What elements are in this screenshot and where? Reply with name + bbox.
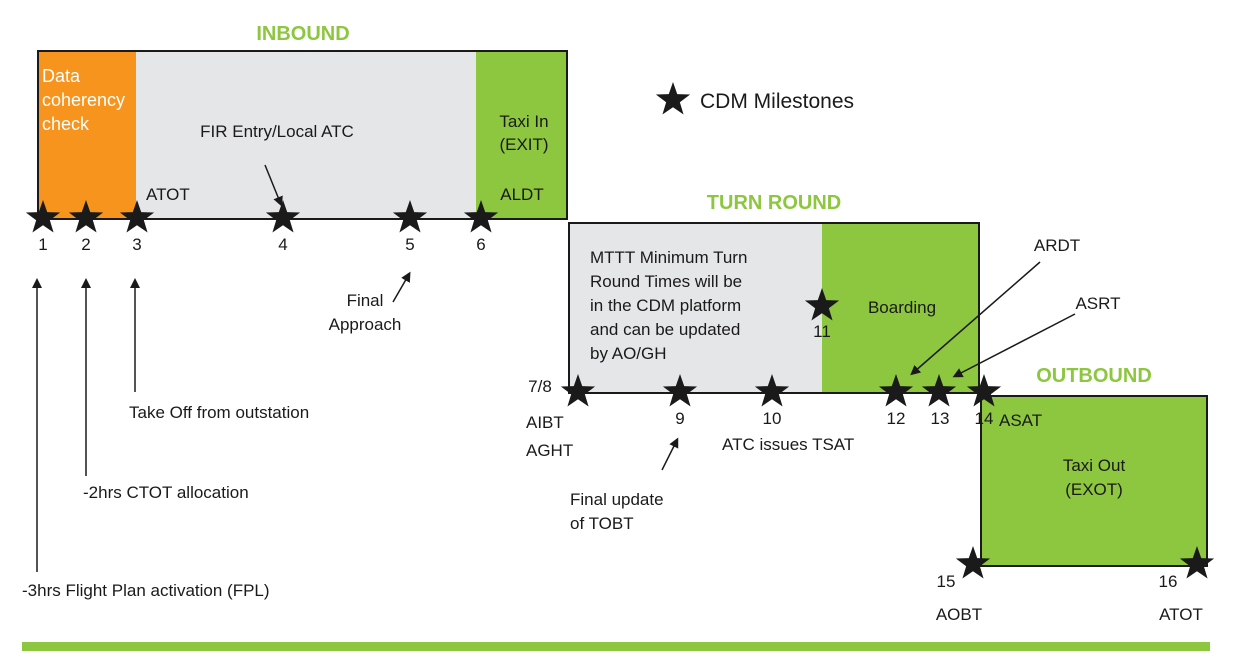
- mttt-line4: and can be updated: [590, 320, 740, 339]
- milestone-16-number: 16: [1159, 572, 1178, 591]
- milestone-3-number: 3: [132, 235, 141, 254]
- milestone-5-number: 5: [405, 235, 414, 254]
- taxi-out-line1: Taxi Out: [1063, 456, 1126, 475]
- final-approach-line2: Approach: [329, 315, 402, 334]
- milestone-2-number: 2: [81, 235, 90, 254]
- asat-label: ASAT: [999, 411, 1042, 430]
- asrt-arrow: [952, 313, 1076, 378]
- ardt-label: ARDT: [1034, 236, 1080, 255]
- data-coherency-line1: Data: [42, 66, 81, 86]
- atc-tsat-label: ATC issues TSAT: [722, 435, 854, 454]
- milestone-13-number: 13: [931, 409, 950, 428]
- bottom-rule: [22, 642, 1210, 651]
- taxi-out-fill: [981, 396, 1207, 566]
- legend-label: CDM Milestones: [700, 90, 854, 113]
- mttt-line1: MTTT Minimum Turn: [590, 248, 747, 267]
- final-approach-arrow: [392, 271, 411, 303]
- milestone-12-number: 12: [887, 409, 906, 428]
- atot-inbound-label: ATOT: [146, 185, 190, 204]
- fir-entry-label: FIR Entry/Local ATC: [200, 122, 354, 141]
- aobt-label: AOBT: [936, 605, 982, 624]
- outbound-border: [980, 395, 1208, 567]
- asrt-label: ASRT: [1075, 294, 1120, 313]
- aibt-label: AIBT: [526, 413, 564, 432]
- inbound-box: [37, 50, 568, 220]
- legend-star-icon: [655, 82, 691, 115]
- atot-outbound-label: ATOT: [1159, 605, 1203, 624]
- outbound-box: [980, 395, 1208, 567]
- milestone-9-number: 9: [675, 409, 684, 428]
- mttt-fill: [569, 223, 822, 393]
- take-off-label: Take Off from outstation: [129, 403, 309, 422]
- data-coherency-fill: [38, 51, 136, 219]
- milestone-1-number: 1: [38, 235, 47, 254]
- milestone-14-number: 14: [975, 409, 994, 428]
- inbound-header: INBOUND: [256, 23, 349, 45]
- taxi-in-line2: (EXIT): [499, 135, 548, 154]
- milestone-4-number: 4: [278, 235, 287, 254]
- data-coherency-line2: coherency: [42, 90, 125, 110]
- taxi-in-fill: [476, 51, 567, 219]
- boarding-label: Boarding: [868, 298, 936, 317]
- mttt-line2: Round Times will be: [590, 272, 742, 291]
- mttt-line5: by AO/GH: [590, 344, 667, 363]
- boarding-fill: [822, 223, 979, 393]
- fir-entry-arrow: [264, 164, 283, 207]
- inbound-border: [37, 50, 568, 220]
- turn-round-box: [568, 222, 980, 394]
- taxi-in-line1: Taxi In: [499, 112, 548, 131]
- fpl-label: -3hrs Flight Plan activation (FPL): [22, 581, 270, 600]
- final-approach-line1: Final: [347, 291, 384, 310]
- ardt-arrow: [910, 261, 1041, 376]
- milestone-11-number: 11: [813, 322, 831, 341]
- milestone-15-number: 15: [937, 572, 956, 591]
- milestone-10-number: 10: [763, 409, 782, 428]
- mttt-line3: in the CDM platform: [590, 296, 741, 315]
- final-update-arrow: [661, 437, 679, 471]
- ctot-label: -2hrs CTOT allocation: [83, 483, 249, 502]
- aldt-label: ALDT: [500, 185, 543, 204]
- milestone-7-8-number: 7/8: [528, 377, 552, 396]
- aght-label: AGHT: [526, 441, 573, 460]
- final-update-line1: Final update: [570, 490, 664, 509]
- data-coherency-line3: check: [42, 114, 90, 134]
- milestone-6-number: 6: [476, 235, 485, 254]
- final-update-line2: of TOBT: [570, 514, 634, 533]
- inbound-grey-fill: [136, 51, 476, 219]
- outbound-header: OUTBOUND: [1036, 365, 1152, 387]
- turn-round-header: TURN ROUND: [707, 192, 841, 214]
- taxi-out-line2: (EXOT): [1065, 480, 1123, 499]
